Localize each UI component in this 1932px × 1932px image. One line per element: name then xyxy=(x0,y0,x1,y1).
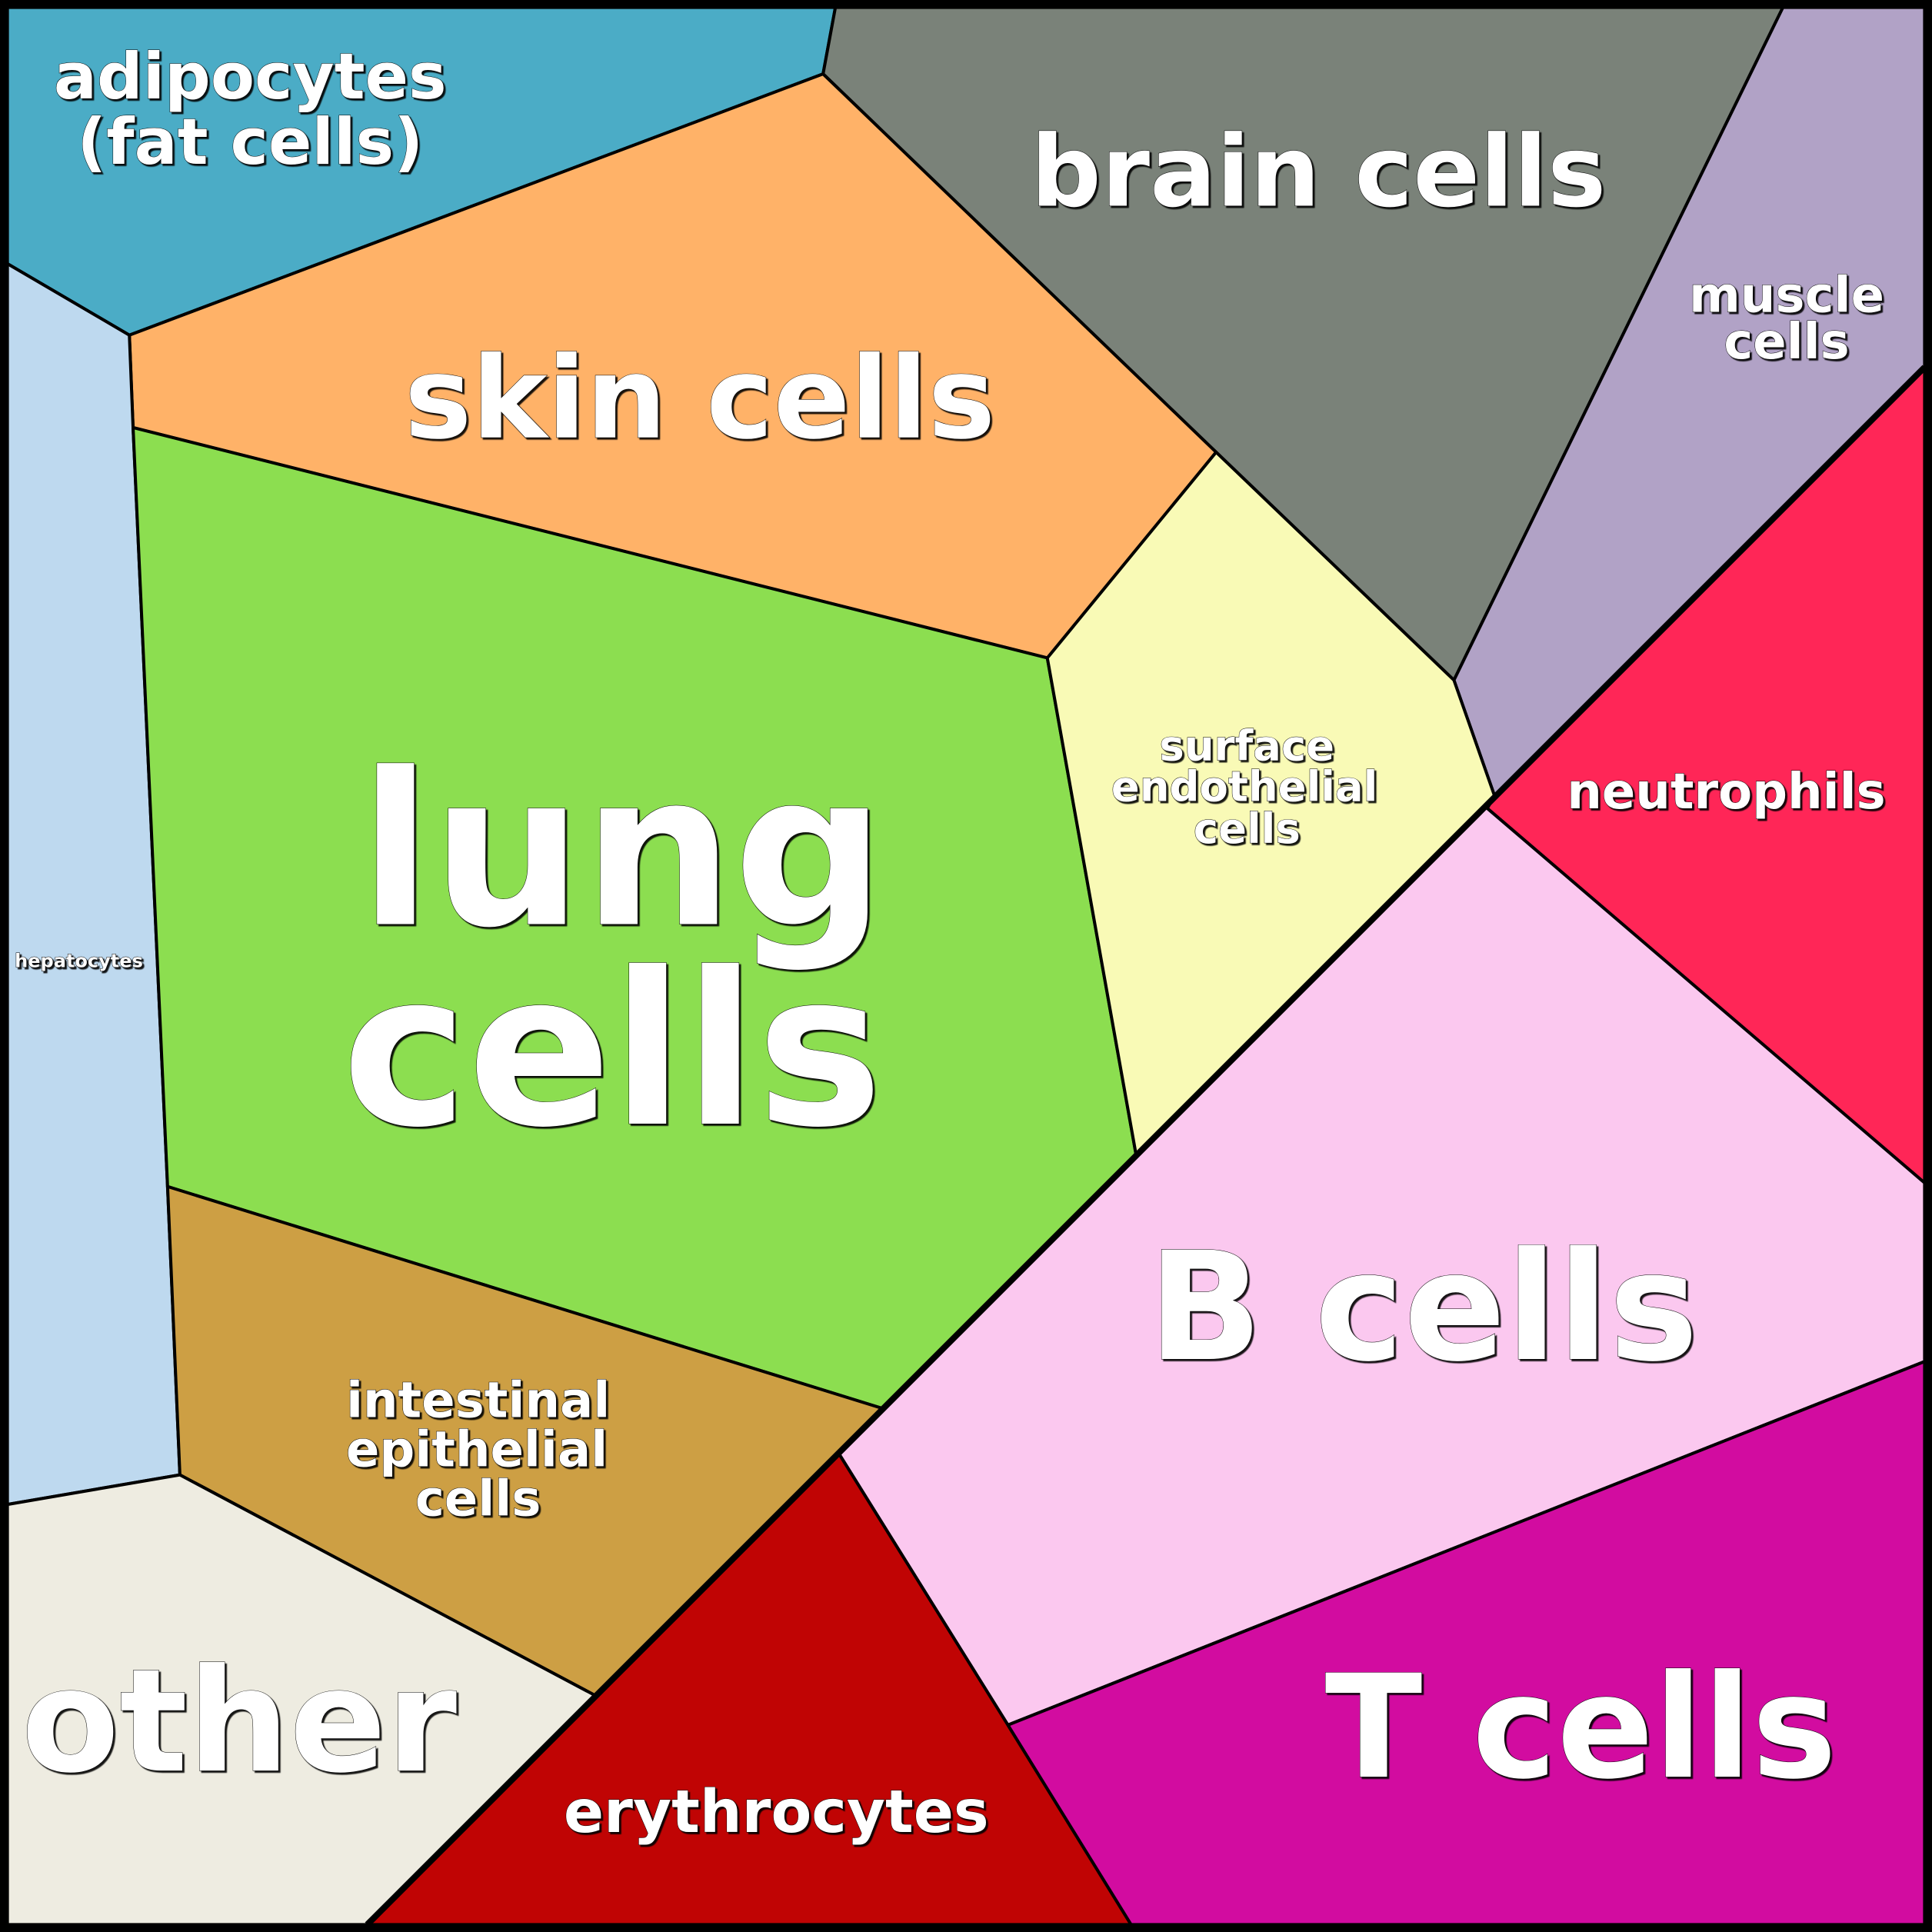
label-t-cells: T cells xyxy=(1325,1644,1837,1810)
cell-surface-endothelial xyxy=(1045,450,1497,1157)
label-intestinal-2: epithelial xyxy=(346,1421,608,1478)
label-surface-2: endothelial xyxy=(1111,761,1378,811)
label-muscle-2: cells xyxy=(1724,314,1850,371)
label-brain: brain cells xyxy=(1031,115,1606,230)
label-surface-1: surface xyxy=(1159,721,1334,770)
label-adipocytes-2: (fat cells) xyxy=(77,105,423,179)
label-surface-3: cells xyxy=(1194,804,1301,853)
label-erythrocytes: erythrocytes xyxy=(564,1778,989,1847)
label-b-cells: B cells xyxy=(1148,1221,1698,1395)
label-neutrophils: neutrophils xyxy=(1567,764,1886,821)
label-other: other xyxy=(22,1638,458,1804)
label-hepatocytes: hepatocytes xyxy=(15,951,143,972)
label-lung-2: cells xyxy=(342,927,883,1174)
major-divider xyxy=(365,365,1927,1927)
label-adipocytes-1: adipocytes xyxy=(54,39,447,114)
label-intestinal-3: cells xyxy=(415,1471,541,1528)
label-muscle-1: muscle xyxy=(1689,267,1884,324)
label-intestinal-1: intestinal xyxy=(346,1372,610,1429)
label-skin: skin cells xyxy=(405,332,996,465)
label-lung-1: lung xyxy=(359,728,885,974)
